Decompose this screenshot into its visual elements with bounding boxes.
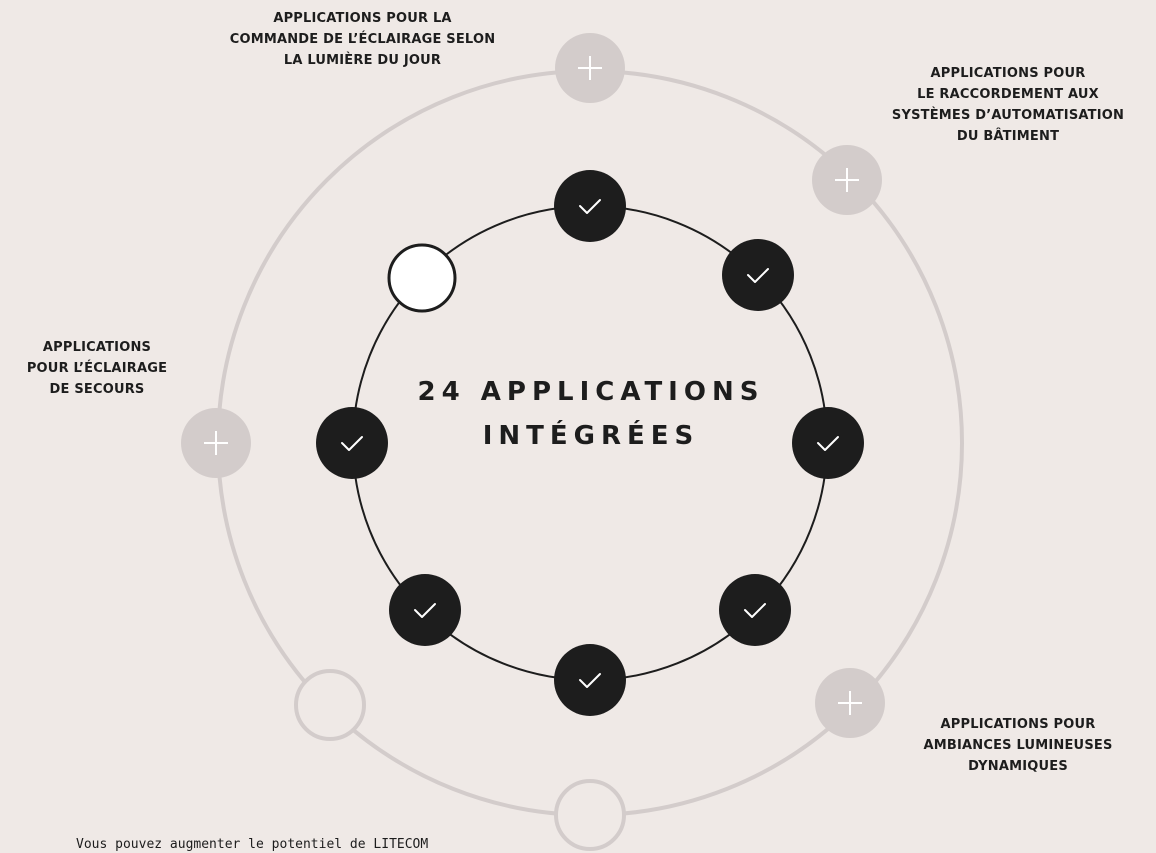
empty-extension-node	[294, 669, 366, 741]
label-line: DYNAMIQUES	[968, 759, 1068, 774]
label-line: APPLICATIONS	[42, 340, 152, 355]
footer-note: Vous pouvez augmenter le potentiel de LI…	[76, 837, 429, 852]
label-line: APPLICATIONS POUR LA	[273, 11, 452, 26]
check-icon	[747, 268, 769, 283]
empty-extension-node	[554, 779, 626, 851]
plus-icon	[204, 431, 228, 455]
included-circle	[389, 574, 461, 646]
label-line: APPLICATIONS POUR	[940, 717, 1096, 732]
label-line: LE RACCORDEMENT AUX	[917, 87, 1099, 102]
label-line: DU BÂTIMENT	[956, 129, 1060, 144]
emergency-lighting-label: APPLICATIONS POUR L’ÉCLAIRAGE DE SECOURS	[4, 337, 190, 400]
included-application-node	[792, 407, 864, 479]
included-circle	[792, 407, 864, 479]
check-icon	[341, 436, 363, 451]
included-circle	[722, 239, 794, 311]
label-line: SYSTÈMES D’AUTOMATISATION	[891, 108, 1125, 123]
check-icon	[744, 603, 766, 618]
label-line: APPLICATIONS POUR	[930, 66, 1086, 81]
daylight-extension-node[interactable]	[555, 33, 625, 103]
included-application-node	[389, 574, 461, 646]
included-application-node	[554, 644, 626, 716]
included-application-node	[719, 574, 791, 646]
included-application-node	[316, 407, 388, 479]
building-automation-label: APPLICATIONS POUR LE RACCORDEMENT AUX SY…	[868, 63, 1148, 147]
building-extension-node[interactable]	[812, 145, 882, 215]
label-line: AMBIANCES LUMINEUSES	[923, 738, 1113, 753]
check-icon	[817, 436, 839, 451]
emergency-extension-node[interactable]	[181, 408, 251, 478]
label-line: COMMANDE DE L’ÉCLAIRAGE SELON	[229, 32, 496, 47]
plus-icon	[835, 168, 859, 192]
center-title-line: INTÉGRÉES	[482, 421, 700, 451]
plus-icon	[838, 691, 862, 715]
dynamic-extension-node[interactable]	[815, 668, 885, 738]
included-circle	[554, 644, 626, 716]
check-icon	[579, 199, 601, 214]
label-line: LA LUMIÈRE DU JOUR	[283, 53, 442, 68]
check-icon	[414, 603, 436, 618]
plus-icon	[578, 56, 602, 80]
dynamic-ambiance-label: APPLICATIONS POUR AMBIANCES LUMINEUSES D…	[898, 714, 1138, 777]
empty-application-node	[387, 243, 457, 313]
included-application-node	[554, 170, 626, 242]
center-title-line: 24 APPLICATIONS	[417, 377, 765, 407]
label-line: POUR L’ÉCLAIRAGE	[26, 361, 168, 376]
check-icon	[579, 673, 601, 688]
included-circle	[316, 407, 388, 479]
included-circle	[554, 170, 626, 242]
center-title: 24 APPLICATIONS INTÉGRÉES	[336, 370, 846, 458]
label-line: DE SECOURS	[49, 382, 145, 397]
daylight-applications-label: APPLICATIONS POUR LA COMMANDE DE L’ÉCLAI…	[190, 8, 535, 71]
included-circle	[719, 574, 791, 646]
included-application-node	[722, 239, 794, 311]
